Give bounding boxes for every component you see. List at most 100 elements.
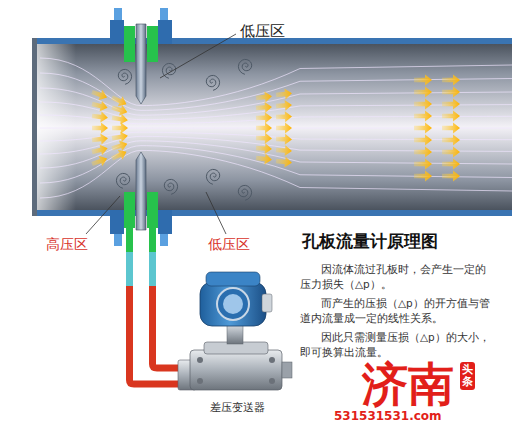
flow-arrow bbox=[442, 75, 460, 86]
flange bbox=[110, 20, 124, 44]
illustration-part bbox=[217, 288, 249, 320]
region-label: 高压区 bbox=[46, 236, 88, 253]
flow-arrow bbox=[90, 87, 109, 103]
flange-bolt bbox=[160, 8, 168, 22]
illustration-part bbox=[223, 294, 243, 314]
illustration-part bbox=[262, 294, 272, 312]
flow-arrow bbox=[442, 99, 460, 110]
flange bbox=[158, 20, 172, 44]
flow-arrow bbox=[414, 87, 432, 98]
leader-line bbox=[86, 196, 120, 234]
watermark-text: 济南 bbox=[362, 361, 454, 407]
flow-arrow bbox=[442, 123, 460, 134]
gasket bbox=[147, 26, 158, 62]
flow-arrow bbox=[442, 111, 460, 122]
flange-bolt bbox=[114, 8, 122, 22]
impulse-tube bbox=[149, 216, 156, 252]
flow-arrow bbox=[414, 123, 432, 134]
description-text: 因此只需测量压损（△p）的大小，即可换算出流量。 bbox=[300, 330, 492, 360]
eddy-swirl bbox=[116, 173, 129, 188]
eddy-swirl bbox=[206, 75, 219, 90]
flow-arrow bbox=[111, 112, 128, 125]
flow-arrow bbox=[255, 153, 272, 166]
flow-arrow bbox=[91, 133, 108, 146]
flow-arrow bbox=[92, 123, 108, 134]
flow-arrow bbox=[110, 102, 128, 117]
pipe-end-glow bbox=[36, 44, 76, 210]
eddy-swirl bbox=[206, 169, 219, 184]
flange bbox=[110, 210, 124, 234]
eddy-swirl bbox=[238, 59, 251, 74]
flow-arrow bbox=[276, 145, 293, 157]
flow-arrow bbox=[414, 111, 432, 122]
eddy-swirl bbox=[164, 179, 177, 194]
flow-arrow bbox=[91, 99, 109, 113]
streamline bbox=[40, 58, 512, 106]
flow-arrow bbox=[442, 135, 460, 146]
flow-arrow bbox=[276, 134, 292, 146]
flange-bolt bbox=[160, 232, 168, 246]
flow-arrow bbox=[256, 143, 273, 155]
description-text: 因流体流过孔板时，会产生一定的压力损失（△p）。 bbox=[300, 262, 492, 292]
flow-arrow bbox=[414, 99, 432, 110]
illustration-part bbox=[206, 272, 260, 286]
region-label: 低压区 bbox=[208, 236, 250, 253]
flow-arrow bbox=[414, 159, 432, 170]
flow-arrow bbox=[91, 143, 109, 157]
illustration-part bbox=[197, 378, 203, 384]
impulse-tube bbox=[149, 252, 156, 286]
flow-arrow bbox=[442, 87, 460, 98]
flange bbox=[158, 210, 172, 234]
watermark-url: 531531531.com bbox=[334, 409, 442, 423]
streamline bbox=[40, 88, 512, 115]
flow-arrow bbox=[256, 101, 273, 113]
flow-arrow bbox=[91, 111, 108, 124]
orifice-plate bbox=[136, 152, 146, 230]
flow-arrow bbox=[442, 159, 460, 170]
description-text: 而产生的压损（△p）的开方值与管道内流量成一定的线性关系。 bbox=[300, 296, 492, 326]
flow-arrow bbox=[276, 123, 292, 134]
illustration-part bbox=[200, 282, 266, 326]
flow-arrow bbox=[275, 88, 292, 101]
impulse-tube bbox=[126, 216, 133, 252]
pipe-body bbox=[36, 44, 512, 210]
flow-arrow bbox=[256, 112, 272, 124]
flow-arrow bbox=[414, 171, 432, 182]
eddy-swirl bbox=[238, 185, 251, 200]
streamline bbox=[40, 141, 512, 168]
flow-arrow bbox=[256, 123, 272, 134]
orifice-plate bbox=[136, 24, 146, 104]
illustration-part bbox=[190, 350, 282, 390]
illustration-part bbox=[269, 357, 275, 363]
eddy-swirl bbox=[162, 63, 175, 78]
impulse-tube bbox=[126, 252, 133, 286]
leader-line bbox=[206, 192, 226, 234]
flow-arrow bbox=[414, 147, 432, 158]
differential-pressure-transmitter bbox=[178, 272, 292, 390]
flow-arrow bbox=[112, 123, 128, 134]
flange-bolt bbox=[114, 232, 122, 246]
flow-arrow bbox=[255, 91, 272, 104]
flow-arrow bbox=[414, 135, 432, 146]
diagram-title: 孔板流量计原理图 bbox=[302, 231, 438, 251]
gasket bbox=[124, 26, 135, 62]
watermark-tag: 头条 bbox=[460, 362, 475, 390]
illustration-part bbox=[282, 362, 292, 378]
streamline bbox=[40, 150, 512, 198]
impulse-tube bbox=[130, 286, 183, 384]
flow-arrow bbox=[256, 133, 272, 145]
streamlines bbox=[40, 58, 512, 198]
flow-arrow bbox=[442, 147, 460, 158]
flow-arrow bbox=[414, 75, 432, 86]
flow-arrow bbox=[276, 99, 293, 111]
impulse-tube bbox=[153, 286, 183, 368]
flow-arrow bbox=[110, 147, 129, 164]
region-label: 低压区 bbox=[240, 22, 285, 40]
flow-arrow bbox=[275, 156, 292, 169]
leader-line bbox=[160, 34, 236, 78]
eddy-swirl bbox=[118, 69, 131, 84]
flow-arrow bbox=[442, 171, 460, 182]
illustration-part bbox=[269, 378, 275, 384]
flow-arrow bbox=[276, 111, 292, 123]
